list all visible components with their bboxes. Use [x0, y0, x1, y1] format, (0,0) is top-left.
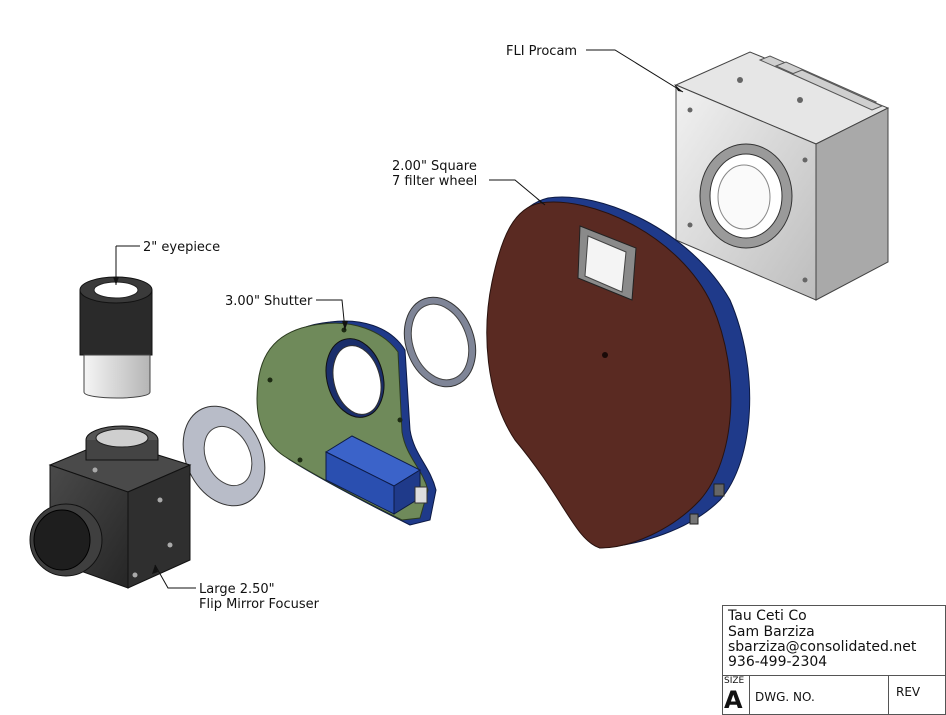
eyepiece-part: [79, 276, 153, 399]
filter-wheel-callout-line1: 2.00" Square: [392, 159, 477, 174]
filter-wheel-callout-line2: 7 filter wheel: [392, 174, 477, 189]
camera-callout: FLI Procam: [506, 44, 577, 59]
filter-wheel-part: [486, 196, 751, 549]
leader-lines: [115, 49, 684, 589]
focuser-part: [29, 425, 192, 589]
camera-part: [674, 51, 890, 301]
focuser-callout-line1: Large 2.50": [199, 582, 275, 597]
adapter-ring-large: [403, 296, 477, 388]
size-cell: [722, 675, 750, 715]
shutter-callout: 3.00" Shutter: [225, 294, 313, 309]
title-company: Tau Ceti Co: [728, 608, 807, 624]
title-name: Sam Barziza: [728, 624, 815, 640]
adapter-ring-small: [182, 405, 266, 507]
focuser-callout-line2: Flip Mirror Focuser: [199, 597, 320, 612]
size-value: A: [724, 686, 743, 714]
shutter-part: [256, 320, 437, 526]
eyepiece-callout: 2" eyepiece: [143, 240, 220, 255]
title-email: sbarziza@consolidated.net: [728, 639, 917, 655]
dwg-no-label: DWG. NO.: [755, 690, 815, 704]
size-label: SIZE: [724, 676, 745, 686]
rev-label: REV: [896, 685, 921, 699]
title-phone: 936-499-2304: [728, 654, 828, 670]
